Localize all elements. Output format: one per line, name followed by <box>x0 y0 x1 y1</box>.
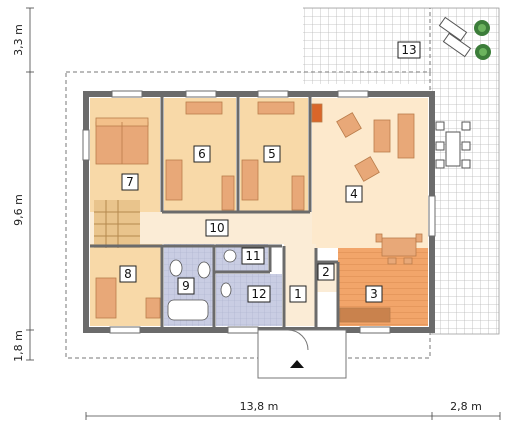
svg-text:7: 7 <box>126 175 134 189</box>
terrace <box>303 7 500 335</box>
svg-text:8: 8 <box>124 267 132 281</box>
dim-left-top: 3,3 m <box>12 24 25 56</box>
svg-text:10: 10 <box>209 221 224 235</box>
svg-text:12: 12 <box>251 287 266 301</box>
room-label-12: 12 <box>247 285 271 303</box>
svg-text:3: 3 <box>370 287 378 301</box>
plant-icon <box>474 20 491 60</box>
room-label-7: 7 <box>121 173 139 191</box>
sun-lounger-icon <box>438 16 472 58</box>
roof-outline <box>65 71 431 359</box>
dim-left-mid: 9,6 m <box>12 194 25 226</box>
walls <box>83 91 435 333</box>
room-label-4: 4 <box>345 185 363 203</box>
dimension-lines <box>26 7 501 420</box>
room-labels: 7 6 5 4 10 8 9 11 12 1 2 3 13 <box>119 41 421 303</box>
room-label-6: 6 <box>193 145 211 163</box>
room-label-11: 11 <box>241 247 265 265</box>
room-floors <box>90 98 428 326</box>
room-label-5: 5 <box>263 145 281 163</box>
room-label-1: 1 <box>289 285 307 303</box>
room-label-9: 9 <box>177 277 195 295</box>
furniture <box>95 101 423 323</box>
stairs <box>94 200 140 248</box>
room-label-2: 2 <box>317 263 335 281</box>
terrace-table <box>435 121 471 169</box>
dim-bottom-right: 2,8 m <box>450 400 482 413</box>
svg-text:2: 2 <box>322 265 330 279</box>
svg-text:1: 1 <box>294 287 302 301</box>
svg-text:9: 9 <box>182 279 190 293</box>
svg-text:5: 5 <box>268 147 276 161</box>
dim-bottom-main: 13,8 m <box>240 400 279 413</box>
room-label-3: 3 <box>365 285 383 303</box>
bath-fixtures <box>167 249 237 321</box>
svg-text:6: 6 <box>198 147 206 161</box>
windows <box>82 90 436 334</box>
entrance-arrow-icon <box>290 360 304 368</box>
entrance <box>257 329 347 379</box>
room-label-8: 8 <box>119 265 137 283</box>
room-label-10: 10 <box>205 219 229 237</box>
svg-text:4: 4 <box>350 187 358 201</box>
dim-left-bottom: 1,8 m <box>12 330 25 362</box>
room-label-13: 13 <box>397 41 421 59</box>
svg-text:11: 11 <box>245 249 260 263</box>
svg-text:13: 13 <box>401 43 416 57</box>
